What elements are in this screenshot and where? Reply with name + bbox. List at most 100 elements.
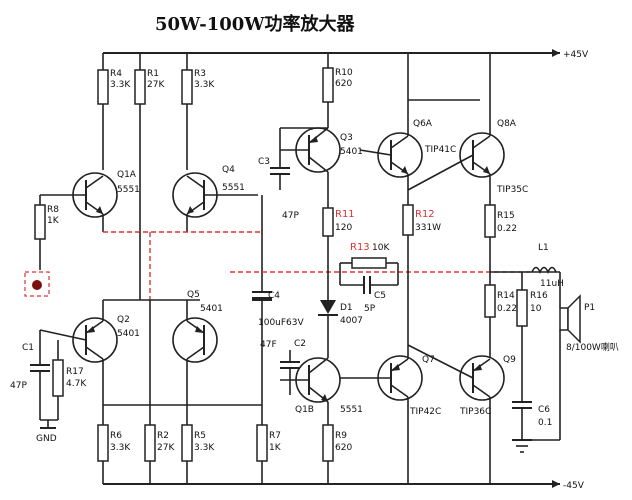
svg-text:C3: C3	[258, 157, 270, 167]
input-dot	[32, 280, 42, 290]
svg-text:C6: C6	[538, 405, 550, 415]
resistor-r11: R11 120	[322, 207, 355, 300]
capacitor-c3: C3 47P	[258, 127, 328, 221]
capacitor-c4: C4 100uF63V	[252, 195, 305, 328]
svg-text:0.1: 0.1	[538, 418, 552, 428]
resistor-r5: R5 3.3K	[181, 405, 215, 484]
negative-rail-label: -45V	[563, 481, 585, 491]
resistor-r16: R16 10	[516, 272, 548, 402]
svg-text:Q1A: Q1A	[117, 170, 137, 180]
transistor-q8a: Q8A TIP35C	[407, 53, 528, 205]
resistor-r3: R3 3.3K	[181, 53, 215, 170]
arrow-icon	[552, 49, 560, 57]
capacitor-c1: C1 47P	[10, 329, 87, 420]
capacitor-c5: C5 5P	[339, 263, 399, 314]
svg-text:R15: R15	[497, 211, 515, 221]
svg-text:R10: R10	[335, 68, 353, 78]
svg-text:R8: R8	[47, 205, 59, 215]
svg-text:8/100W喇叭: 8/100W喇叭	[566, 341, 619, 353]
svg-text:620: 620	[335, 79, 352, 89]
svg-text:27K: 27K	[157, 443, 175, 453]
transistor-q4: Q4 5551	[172, 165, 258, 232]
svg-text:5551: 5551	[340, 405, 363, 415]
svg-text:R12: R12	[415, 209, 435, 220]
resistor-r6: R6 3.3K	[97, 405, 131, 484]
input-terminal	[24, 271, 50, 297]
resistor-r12: R12 331W	[402, 204, 441, 345]
inductor-l1: L1 11uH	[531, 243, 564, 289]
svg-text:R9: R9	[335, 431, 347, 441]
svg-text:C5: C5	[374, 291, 386, 301]
svg-text:3.3K: 3.3K	[110, 443, 131, 453]
svg-text:D1: D1	[340, 303, 353, 313]
transistor-q2: Q2 5401	[72, 299, 200, 405]
svg-text:Q4: Q4	[222, 165, 235, 175]
resistor-r2: R2 27K	[144, 300, 175, 484]
svg-text:R5: R5	[194, 431, 206, 441]
svg-text:R13: R13	[350, 242, 370, 253]
svg-text:3.3K: 3.3K	[110, 80, 131, 90]
resistor-r4: R4 3.3K	[97, 53, 131, 170]
arrow-icon	[552, 480, 560, 488]
gnd-label: GND	[36, 434, 57, 444]
svg-text:5551: 5551	[117, 185, 140, 195]
svg-text:R4: R4	[110, 69, 122, 79]
svg-text:R17: R17	[66, 367, 84, 377]
resistor-r9: R9 620	[322, 424, 352, 484]
svg-text:R7: R7	[269, 431, 281, 441]
transistor-q3: Q3 5401	[280, 127, 363, 208]
svg-text:R16: R16	[530, 291, 548, 301]
resistor-r17: R17 4.7K	[52, 340, 87, 420]
svg-text:TIP41C: TIP41C	[424, 145, 456, 155]
ground-symbol: GND	[36, 419, 58, 444]
resistor-r10: R10 620	[322, 53, 353, 128]
resistor-r13: R13 10K	[340, 242, 398, 269]
svg-text:331W: 331W	[415, 223, 441, 233]
svg-text:0.22: 0.22	[497, 304, 517, 314]
svg-text:620: 620	[335, 443, 352, 453]
svg-text:Q9: Q9	[503, 355, 516, 365]
svg-text:10K: 10K	[372, 243, 390, 253]
svg-text:47F: 47F	[260, 340, 277, 350]
svg-text:1K: 1K	[47, 216, 60, 226]
svg-text:R6: R6	[110, 431, 122, 441]
svg-text:Q5: Q5	[187, 290, 200, 300]
svg-text:Q8A: Q8A	[497, 119, 517, 129]
svg-text:Q3: Q3	[340, 133, 353, 143]
positive-rail-label: +45V	[563, 50, 589, 60]
svg-text:27K: 27K	[147, 80, 165, 90]
resistor-r1: R1 27K	[134, 53, 165, 232]
svg-text:4.7K: 4.7K	[66, 379, 87, 389]
svg-text:11uH: 11uH	[540, 279, 564, 289]
svg-text:120: 120	[335, 223, 352, 233]
capacitor-c2: C2 47F	[260, 339, 306, 395]
svg-text:TIP42C: TIP42C	[409, 407, 441, 417]
svg-text:3.3K: 3.3K	[194, 80, 215, 90]
transistor-q6a: Q6A TIP41C	[359, 53, 480, 205]
svg-text:Q2: Q2	[117, 315, 130, 325]
transistor-q5: Q5 5401	[172, 290, 223, 405]
svg-text:3.3K: 3.3K	[194, 443, 215, 453]
svg-text:0.22: 0.22	[497, 224, 517, 234]
svg-text:4007: 4007	[340, 316, 363, 326]
svg-text:10: 10	[530, 304, 542, 314]
transistor-q9: Q9 TIP36C	[407, 344, 516, 484]
page-title: 50W-100W功率放大器	[155, 13, 356, 35]
svg-text:R1: R1	[147, 69, 159, 79]
resistor-r15: R15 0.22	[484, 204, 517, 285]
svg-text:L1: L1	[538, 243, 549, 253]
capacitor-c6: C6 0.1	[512, 401, 552, 440]
svg-text:Q1B: Q1B	[295, 405, 314, 415]
svg-text:C1: C1	[22, 343, 34, 353]
resistor-r8: R8 1K	[34, 195, 60, 270]
ground-symbol	[512, 439, 532, 453]
svg-text:5401: 5401	[117, 329, 140, 339]
svg-text:5551: 5551	[222, 183, 245, 193]
svg-text:1K: 1K	[269, 443, 282, 453]
svg-text:C4: C4	[268, 291, 280, 301]
svg-text:TIP35C: TIP35C	[496, 185, 528, 195]
svg-text:TIP36C: TIP36C	[459, 407, 491, 417]
diode-d1: D1 4007	[318, 300, 363, 338]
svg-text:47P: 47P	[282, 211, 299, 221]
